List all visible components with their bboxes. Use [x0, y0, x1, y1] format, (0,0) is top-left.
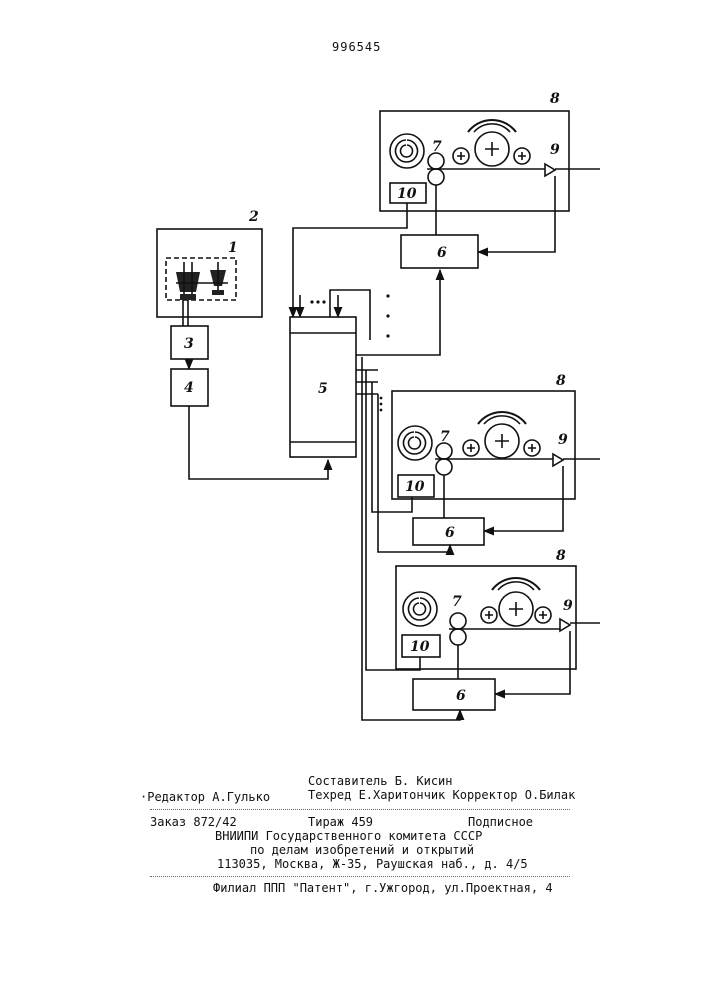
sensor-9-icon	[545, 164, 555, 176]
sensor-9-icon	[553, 454, 563, 466]
roller-7-lower	[436, 459, 452, 475]
label-6: 6	[437, 245, 447, 261]
roller-7-upper	[436, 443, 452, 459]
subscription-note: Подписное	[468, 815, 533, 829]
sensor-9-icon	[560, 619, 570, 631]
label-7: 7	[432, 139, 442, 155]
label-2: 2	[248, 209, 259, 225]
label-10: 10	[405, 479, 425, 495]
block-2: 2 1	[157, 209, 262, 326]
dotted-divider	[150, 809, 570, 810]
label-8: 8	[556, 548, 566, 564]
roller-7-upper	[428, 153, 444, 169]
label-5: 5	[318, 381, 328, 397]
techred-corrector-line: Техред Е.Харитончик Корректор О.Билак	[308, 788, 575, 802]
label-8: 8	[556, 373, 566, 389]
branch-line: Филиал ППП "Патент", г.Ужгород, ул.Проек…	[213, 881, 553, 895]
label-9: 9	[550, 142, 560, 158]
roller-7-lower	[428, 169, 444, 185]
label-8: 8	[550, 91, 560, 107]
editor-line: ·Редактор А.Гулько	[140, 790, 270, 804]
circulation: Тираж 459	[308, 815, 373, 829]
label-3: 3	[184, 336, 194, 352]
address-line: 113035, Москва, Ж-35, Раушская наб., д. …	[217, 857, 528, 871]
block-2-frame	[157, 229, 262, 317]
gear-mechanism-icon	[176, 262, 228, 300]
order-number: Заказ 872/42	[150, 815, 237, 829]
machine-8-top: 10 8 7 9	[380, 91, 600, 211]
label-10: 10	[397, 186, 417, 202]
compiler-line: Составитель Б. Кисин	[308, 774, 453, 788]
label-7: 7	[452, 594, 462, 610]
label-9: 9	[563, 598, 573, 614]
block-diagram: 2 1 3 4 5	[0, 0, 707, 790]
roller-7-lower	[450, 629, 466, 645]
label-4: 4	[184, 380, 194, 396]
block-6-bottom	[413, 679, 495, 710]
roller-7-upper	[450, 613, 466, 629]
label-10: 10	[410, 639, 430, 655]
dotted-divider	[150, 876, 570, 877]
label-6: 6	[456, 688, 466, 704]
organization-line-2: по делам изобретений и открытий	[250, 843, 474, 857]
mechanism-1-frame	[166, 258, 236, 300]
label-9: 9	[558, 432, 568, 448]
machine-8-middle: 10 8 7 9	[392, 373, 600, 499]
label-6: 6	[445, 525, 455, 541]
organization-line-1: ВНИИПИ Государственного комитета СССР	[215, 829, 482, 843]
label-1: 1	[228, 240, 238, 256]
label-7: 7	[440, 429, 450, 445]
